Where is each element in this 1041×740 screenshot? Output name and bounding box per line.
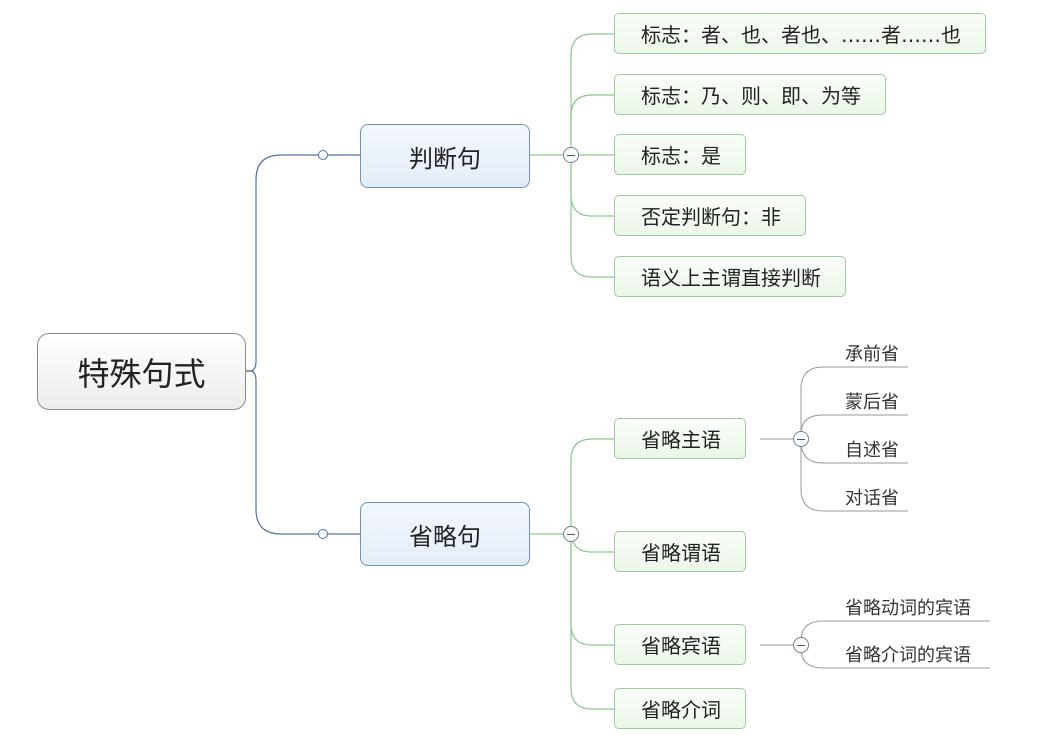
collapse-toggle-subject[interactable]: [793, 431, 809, 447]
link-judgment-1: [570, 33, 614, 155]
link-judgment-4: [570, 155, 614, 217]
leaf-subject-1[interactable]: 承前省: [845, 344, 899, 365]
leaf-object-1[interactable]: 省略动词的宾语: [845, 598, 971, 619]
link-judgment-5: [570, 155, 614, 278]
branch-omission-sentence[interactable]: 省略句: [360, 502, 530, 566]
subtopic-omission-preposition[interactable]: 省略介词: [614, 688, 746, 729]
subtopic-omission-object[interactable]: 省略宾语: [614, 624, 746, 665]
root-node[interactable]: 特殊句式: [37, 333, 246, 410]
collapse-toggle-object[interactable]: [793, 637, 809, 653]
collapse-toggle-omission[interactable]: [563, 526, 579, 542]
leaf-subject-3[interactable]: 自述省: [845, 440, 899, 461]
link-judgment-2: [570, 94, 614, 155]
subtopic-judgment-3[interactable]: 标志：是: [614, 134, 746, 175]
leaf-object-2[interactable]: 省略介词的宾语: [845, 645, 971, 666]
subtopic-judgment-4[interactable]: 否定判断句：非: [614, 195, 806, 236]
leaf-subject-2[interactable]: 蒙后省: [845, 392, 899, 413]
link-root-omission: [246, 370, 360, 535]
link-subject-1: [800, 366, 908, 439]
link-root-judgment: [246, 154, 360, 372]
branch-dot-omission: [318, 529, 328, 539]
link-omission-4: [570, 534, 614, 710]
link-subject-4: [800, 439, 908, 512]
subtopic-omission-predicate[interactable]: 省略谓语: [614, 531, 746, 572]
subtopic-judgment-2[interactable]: 标志：乃、则、即、为等: [614, 74, 886, 115]
subtopic-judgment-1[interactable]: 标志：者、也、者也、……者……也: [614, 13, 986, 54]
collapse-toggle-judgment[interactable]: [563, 147, 579, 163]
subtopic-judgment-5[interactable]: 语义上主谓直接判断: [614, 256, 846, 297]
link-omission-3: [570, 534, 614, 646]
branch-dot-judgment: [318, 150, 328, 160]
branch-judgment-sentence[interactable]: 判断句: [360, 124, 530, 188]
subtopic-omission-subject[interactable]: 省略主语: [614, 418, 746, 459]
leaf-subject-4[interactable]: 对话省: [845, 488, 899, 509]
link-omission-1: [570, 438, 614, 534]
